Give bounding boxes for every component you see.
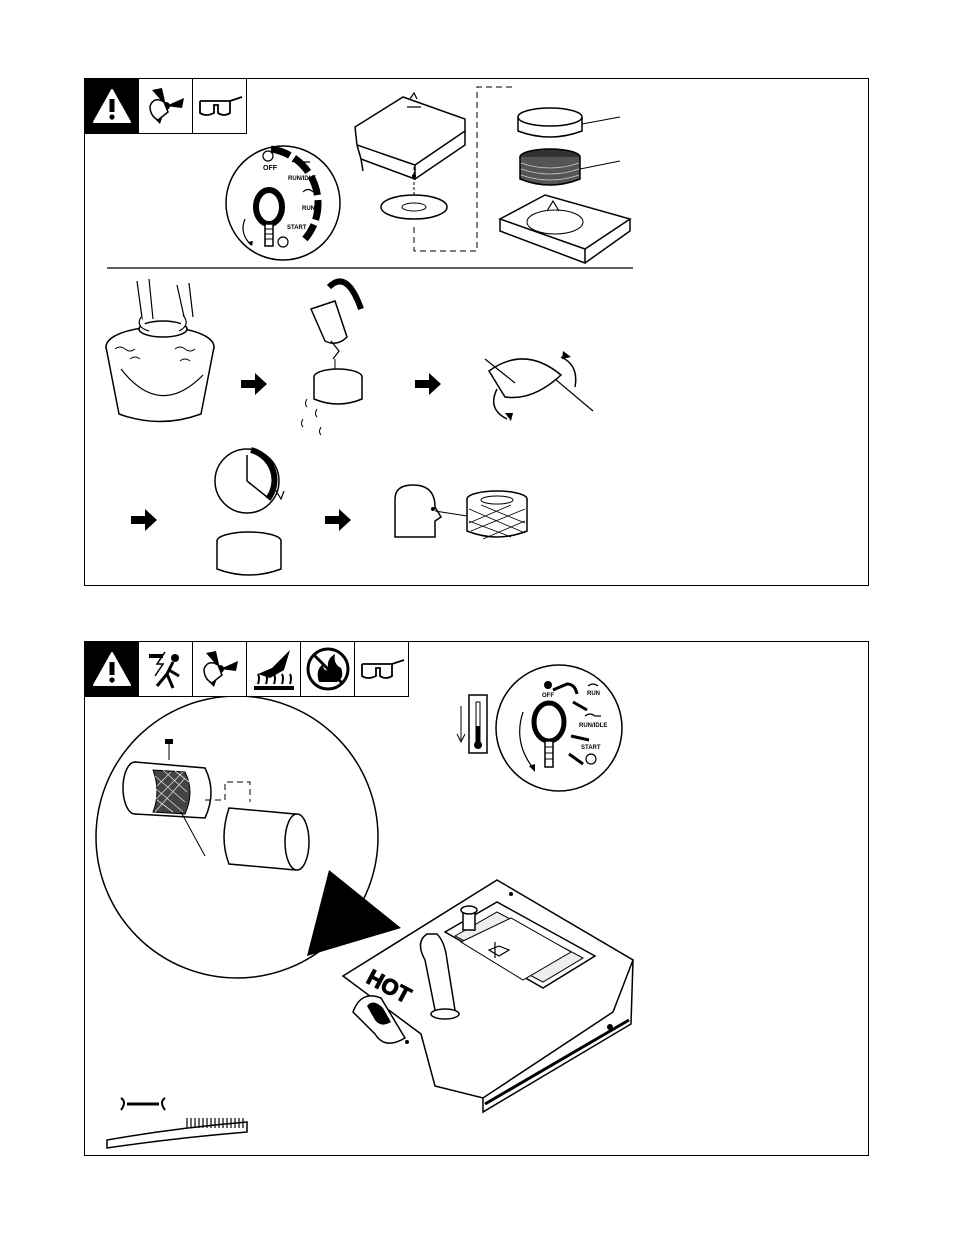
wrench-icon	[121, 1098, 165, 1110]
panel-1-hazard-icons	[85, 79, 247, 134]
switch-label-off: OFF	[542, 693, 554, 699]
wrapper-callout	[582, 117, 620, 124]
electric-shock-icon	[139, 642, 193, 697]
safety-glasses-icon	[355, 642, 409, 697]
element-callout	[580, 161, 620, 169]
wire-brush-icon	[107, 1118, 247, 1148]
arrow-icon	[415, 373, 441, 395]
filter-assembly	[500, 108, 630, 263]
air-cleaner-service-panel: OFF RUN/IDLE RUN START	[84, 78, 869, 586]
warning-triangle-icon	[85, 642, 139, 697]
squeeze-element-step	[485, 351, 593, 421]
spark-arrestor-illustration: OFF RUN RUN/IDLE START	[85, 642, 870, 1157]
welder-generator: HOT	[343, 880, 633, 1112]
element-seal	[381, 195, 447, 219]
engine-switch-dial: OFF RUN/IDLE RUN START	[226, 146, 340, 260]
air-cleaner-illustration: OFF RUN/IDLE RUN START	[85, 79, 870, 587]
safety-glasses-icon	[193, 79, 247, 134]
air-dry-step	[215, 449, 284, 575]
bucket-wash-step	[106, 279, 214, 422]
arrow-icon	[131, 509, 157, 531]
spark-arrestor-detail	[96, 696, 401, 978]
thermometer-icon	[457, 695, 487, 753]
moving-parts-icon	[139, 79, 193, 134]
switch-label-start: START	[287, 225, 307, 231]
pour-solution-step	[302, 281, 363, 435]
switch-label-run-idle: RUN/IDLE	[288, 176, 316, 182]
switch-label-start: START	[581, 745, 601, 751]
inspect-element-step	[395, 485, 527, 539]
warning-triangle-icon	[85, 79, 139, 134]
switch-label-off: OFF	[263, 165, 278, 172]
panel-2-hazard-icons	[85, 642, 409, 697]
switch-label-run-idle: RUN/IDLE	[579, 723, 607, 729]
arrow-icon	[325, 509, 351, 531]
air-cleaner-cover	[355, 87, 515, 251]
switch-label-run: RUN	[302, 206, 315, 212]
off-symbol-icon	[544, 681, 552, 689]
switch-label-run: RUN	[587, 691, 600, 697]
arrow-icon	[241, 373, 267, 395]
moving-parts-icon	[193, 642, 247, 697]
no-fire-icon	[301, 642, 355, 697]
spark-arrestor-service-panel: OFF RUN RUN/IDLE START	[84, 641, 869, 1156]
hot-surface-icon	[247, 642, 301, 697]
engine-switch-dial: OFF RUN RUN/IDLE START	[496, 665, 622, 791]
